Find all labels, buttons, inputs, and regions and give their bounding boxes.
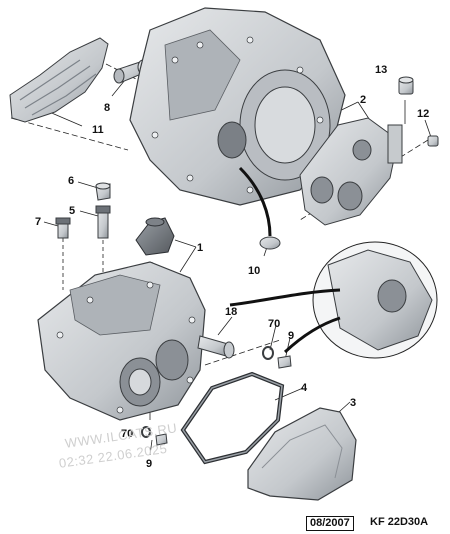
callout-10: 10 bbox=[248, 265, 261, 277]
callout-70-right: 70 bbox=[268, 318, 281, 330]
part-13-cap[interactable] bbox=[398, 76, 414, 95]
part-9-plug-right[interactable] bbox=[277, 355, 292, 369]
callout-13: 13 bbox=[375, 64, 388, 76]
detail-inset bbox=[229, 241, 438, 359]
clutch-housing bbox=[129, 7, 346, 206]
callout-18: 18 bbox=[225, 306, 238, 318]
part-70-washer-left[interactable] bbox=[141, 426, 151, 438]
callout-9-left: 9 bbox=[146, 458, 153, 470]
part-12-bush[interactable] bbox=[427, 135, 439, 147]
part-7-switch[interactable] bbox=[55, 217, 71, 239]
callout-1: 1 bbox=[197, 242, 204, 254]
callout-5: 5 bbox=[69, 205, 76, 217]
part-11-heat-shield[interactable] bbox=[9, 37, 109, 123]
gearbox-housing bbox=[37, 261, 206, 421]
part-70-washer-right[interactable] bbox=[262, 346, 274, 360]
footer-date: 08/2007 bbox=[306, 516, 354, 531]
part-5-sensor[interactable] bbox=[95, 205, 111, 239]
part-4-gasket[interactable] bbox=[180, 371, 285, 465]
part-10-plug[interactable] bbox=[238, 166, 281, 250]
part-6-cap[interactable] bbox=[95, 182, 111, 201]
callout-3: 3 bbox=[350, 397, 357, 409]
callout-4: 4 bbox=[301, 382, 308, 394]
callout-6: 6 bbox=[68, 175, 75, 187]
callout-8: 8 bbox=[104, 102, 111, 114]
callout-2: 2 bbox=[360, 94, 367, 106]
part-18-bolt[interactable] bbox=[197, 335, 235, 359]
part-1-boot[interactable] bbox=[135, 217, 175, 256]
callout-7: 7 bbox=[35, 216, 42, 228]
part-3-cover[interactable] bbox=[247, 407, 357, 501]
callout-11: 11 bbox=[92, 124, 104, 136]
callout-12: 12 bbox=[417, 108, 430, 120]
callout-9-right: 9 bbox=[288, 330, 295, 342]
callout-70-left: 70 bbox=[121, 428, 134, 440]
part-9-plug-left[interactable] bbox=[155, 433, 168, 446]
footer-reference: KF 22D30A bbox=[370, 516, 429, 528]
part-2-bracket[interactable] bbox=[299, 117, 403, 226]
